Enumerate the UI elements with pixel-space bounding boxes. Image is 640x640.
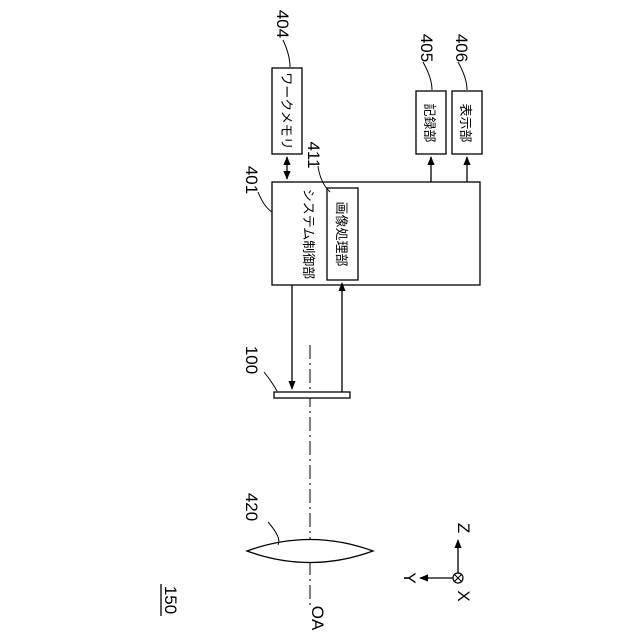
recording-ref-label: 405 <box>417 34 436 62</box>
system-control-label: システム制御部 <box>301 189 316 280</box>
optical-axis-label: OA <box>308 606 327 631</box>
lens-420 <box>247 540 373 563</box>
sensor-ref-label: 100 <box>242 346 261 374</box>
figure-number: 150 <box>161 586 180 614</box>
work-memory-leader <box>283 40 290 67</box>
work-memory-label: ワークメモリ <box>279 72 294 149</box>
system-control-leader <box>258 192 272 212</box>
lens-420-leader <box>268 522 279 545</box>
image-processing-ref-label: 411 <box>304 141 323 168</box>
display-ref-label: 406 <box>452 34 471 62</box>
sensor-100 <box>274 392 350 398</box>
z-axis-label: Z <box>454 523 473 533</box>
display-leader <box>458 62 467 90</box>
sensor-100-leader <box>264 372 277 391</box>
figure-number-group: 150 <box>161 584 180 616</box>
lens-ref-label: 420 <box>242 493 261 521</box>
y-axis-label: Y <box>400 572 419 583</box>
recording-leader <box>423 62 432 90</box>
x-axis-label: X <box>454 590 473 601</box>
work-memory-ref-label: 404 <box>273 10 292 38</box>
display-label: 表示部 <box>458 103 473 142</box>
image-processing-label: 画像処理部 <box>334 201 349 266</box>
recording-label: 記録部 <box>422 103 437 142</box>
system-control-ref-label: 401 <box>242 166 261 194</box>
